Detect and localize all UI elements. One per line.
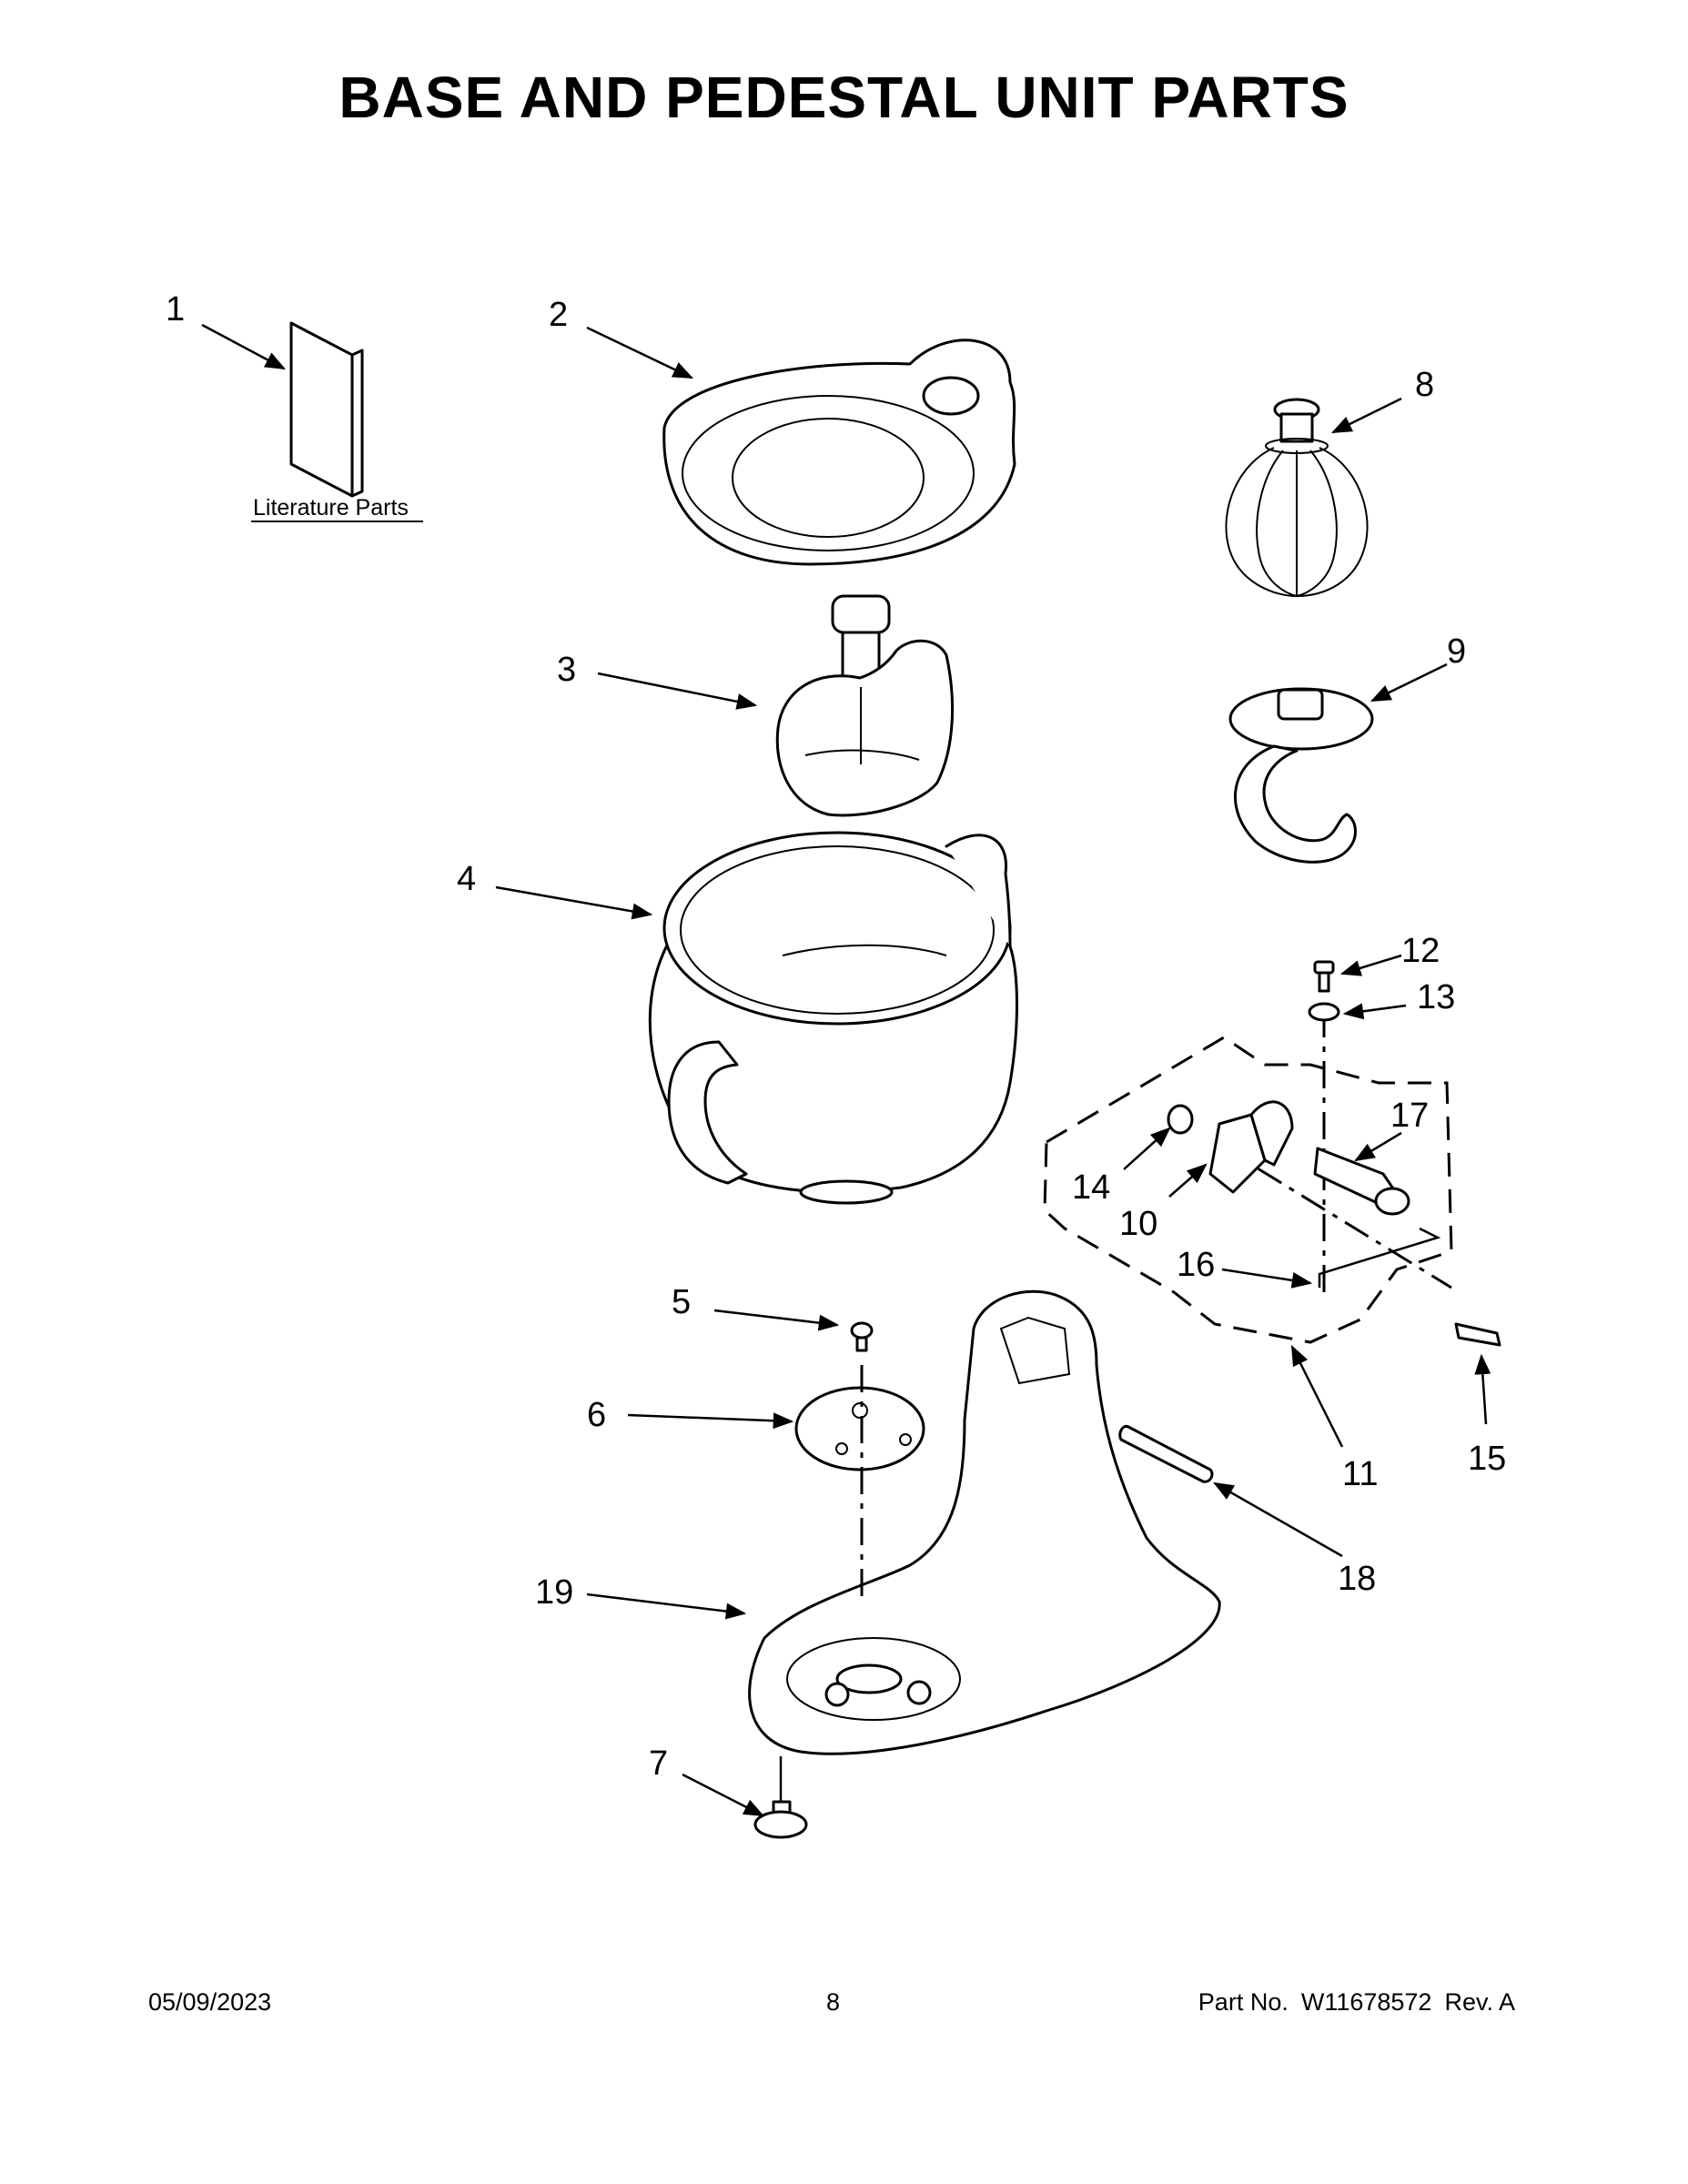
callout-14: 14	[1072, 1168, 1110, 1207]
callout-2: 2	[549, 296, 568, 334]
callout-17: 17	[1390, 1097, 1429, 1135]
callout-labels: 1 2 3 4 5 6 7 8 9 10 11 12 13 14 15 16 1…	[166, 290, 1506, 1783]
mixing-bowl-part	[648, 831, 1018, 1205]
callout-15: 15	[1468, 1440, 1506, 1478]
callout-8: 8	[1415, 366, 1434, 404]
literature-label: Literature Parts	[253, 495, 409, 521]
footer-revision: Rev. A	[1444, 1988, 1515, 2016]
footer-part-label: Part No.	[1198, 1988, 1289, 2016]
page-title: BASE AND PEDESTAL UNIT PARTS	[339, 65, 1349, 130]
dough-hook-part	[1228, 687, 1374, 864]
pedestal-base-part	[748, 1289, 1221, 1755]
callout-4: 4	[457, 860, 476, 898]
latch-assembly-group	[1043, 960, 1453, 1344]
footer-part-info: Part No. W11678572 Rev. A	[1186, 1988, 1515, 2017]
leader-lines	[201, 323, 1491, 1817]
callout-18: 18	[1338, 1560, 1376, 1598]
callout-1: 1	[166, 290, 185, 329]
foot-part	[753, 1756, 808, 1839]
callout-11: 11	[1342, 1455, 1378, 1493]
callout-9: 9	[1447, 632, 1466, 671]
footer-page-number: 8	[826, 1988, 841, 2016]
plate-part	[794, 1365, 925, 1602]
pin-part	[1454, 1322, 1501, 1347]
callout-6: 6	[587, 1396, 606, 1434]
callout-7: 7	[649, 1744, 668, 1783]
footer-date: 05/09/2023	[148, 1988, 272, 2016]
callout-3: 3	[557, 651, 576, 689]
callout-5: 5	[672, 1283, 691, 1321]
flat-beater-part	[775, 594, 955, 817]
hinge-pin-part	[1118, 1424, 1214, 1483]
pouring-shield-part	[662, 339, 1016, 566]
callout-19: 19	[535, 1573, 573, 1612]
callout-16: 16	[1177, 1246, 1215, 1284]
wire-whip-part	[1225, 398, 1369, 598]
screw-part-5	[850, 1321, 874, 1352]
footer-part-number: W11678572	[1300, 1988, 1432, 2016]
callout-12: 12	[1401, 932, 1440, 970]
callout-13: 13	[1417, 978, 1455, 1016]
callout-10: 10	[1119, 1205, 1157, 1243]
literature-part: Literature Parts	[251, 321, 423, 522]
